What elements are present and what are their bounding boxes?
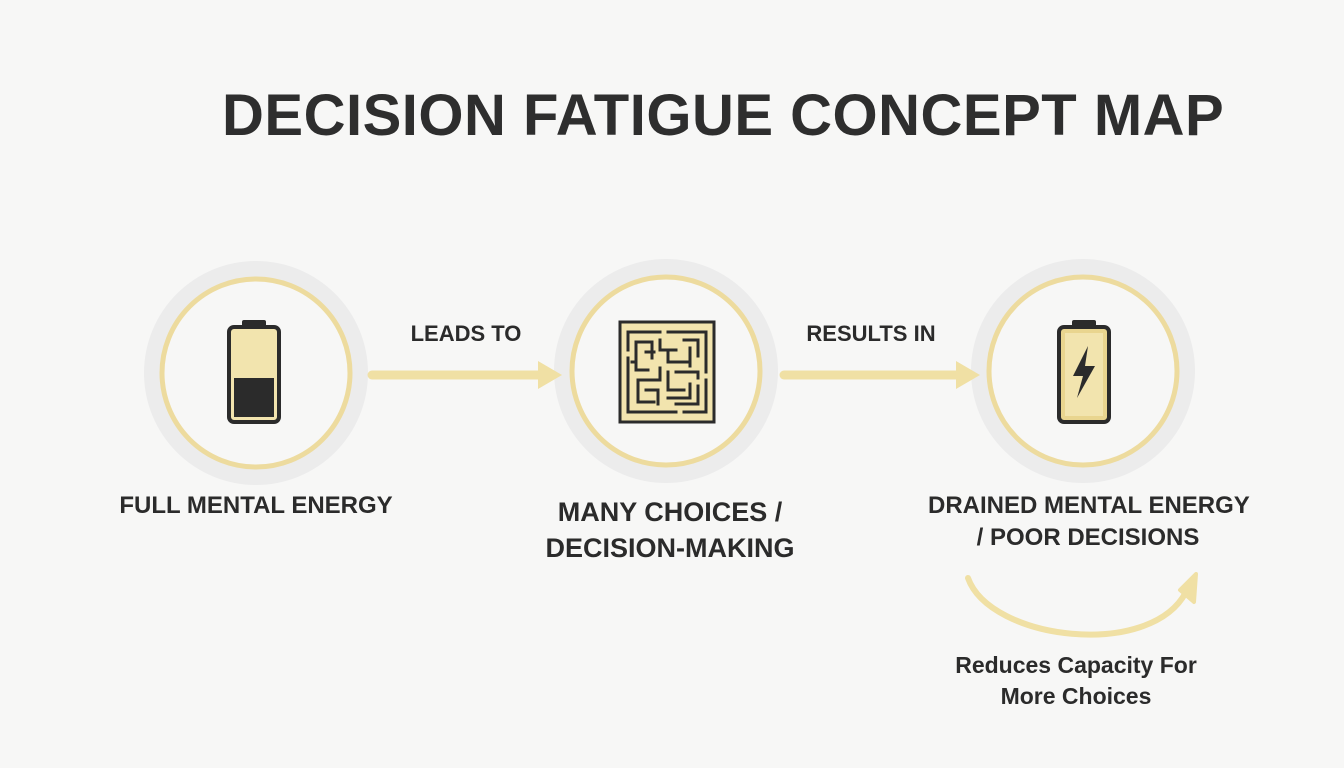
- node-label-line: / POOR DECISIONS: [976, 524, 1200, 551]
- edge-label-results-in: RESULTS IN: [806, 321, 936, 346]
- node-label-line: DECISION-MAKING: [545, 533, 795, 563]
- node-many-choices: [554, 259, 778, 483]
- feedback-loop-label-line: Reduces Capacity For: [955, 652, 1197, 678]
- node-label-full-mental-energy: FULL MENTAL ENERGY: [116, 490, 396, 522]
- battery-lightning-icon: [1057, 320, 1111, 424]
- node-full-mental-energy: [144, 261, 368, 485]
- node-drained-mental-energy: [971, 259, 1195, 483]
- edge-arrow-results-in: [779, 361, 980, 389]
- node-label-line: FULL MENTAL ENERGY: [119, 492, 393, 519]
- feedback-loop-arrow: [965, 572, 1198, 638]
- lightning-bolt-icon: [1073, 346, 1095, 398]
- edge-arrow-leads-to: [367, 361, 562, 389]
- page-title: DECISION FATIGUE CONCEPT MAP: [222, 83, 1225, 148]
- node-label-drained-mental-energy: DRAINED MENTAL ENERGY / POOR DECISIONS: [928, 490, 1250, 554]
- node-label-line: DRAINED MENTAL ENERGY: [928, 492, 1250, 519]
- battery-half-icon: [227, 320, 281, 424]
- maze-icon: [618, 320, 716, 424]
- node-label-line: MANY CHOICES /: [557, 497, 783, 527]
- feedback-loop-label: Reduces Capacity For More Choices: [936, 650, 1216, 712]
- feedback-loop-label-line: More Choices: [1000, 683, 1152, 709]
- node-label-many-choices: MANY CHOICES / DECISION-MAKING: [520, 494, 820, 566]
- edge-label-leads-to: LEADS TO: [410, 321, 522, 346]
